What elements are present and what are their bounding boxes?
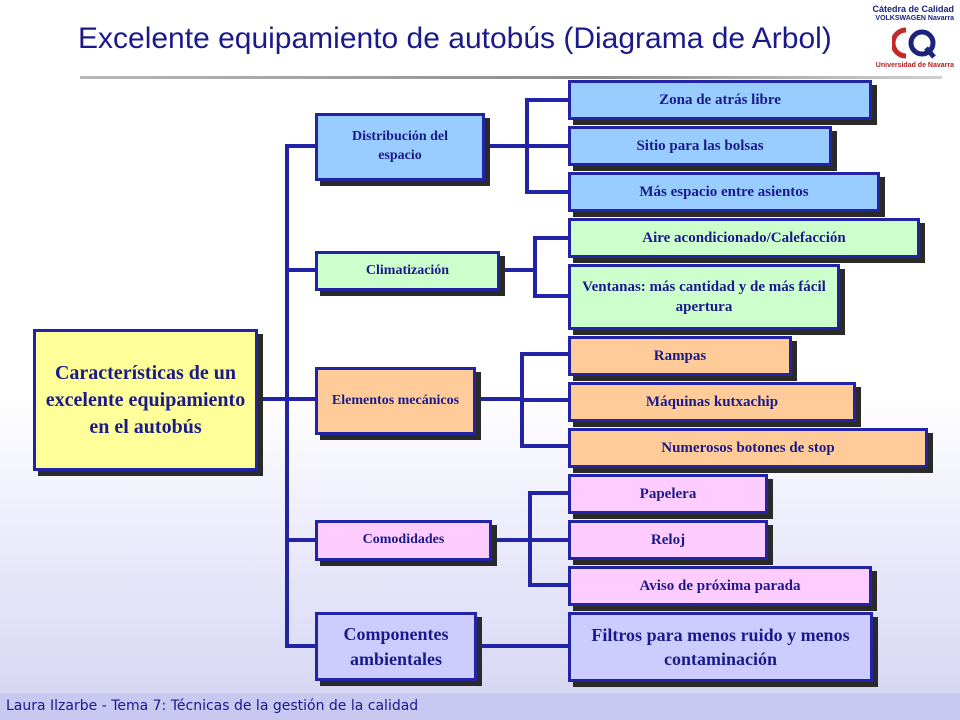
leaf-papelera: Papelera [568,474,768,514]
logo-line-2: VOLKSWAGEN Navarra [875,15,954,22]
footer-bar: Laura Ilzarbe - Tema 7: Técnicas de la g… [0,693,960,720]
node-distribucion-espacio: Distribución del espacio [315,113,485,181]
leaf-maquinas-kutxachip: Máquinas kutxachip [568,382,856,422]
leaf-sitio-bolsas: Sitio para las bolsas [568,126,832,166]
catedra-logo: Cátedra de Calidad VOLKSWAGEN Navarra Un… [862,2,958,76]
leaf-reloj: Reloj [568,520,768,560]
node-componentes-ambientales: Componentes ambientales [315,612,477,681]
catedra-logo-icon [892,27,936,59]
leaf-ventanas: Ventanas: más cantidad y de más fácil ap… [568,264,840,330]
logo-line-1: Cátedra de Calidad [872,4,954,14]
logo-line-3: Universidad de Navarra [875,62,954,69]
leaf-botones-stop: Numerosos botones de stop [568,428,928,468]
leaf-aire-acondicionado: Aire acondicionado/Calefacción [568,218,920,258]
leaf-rampas: Rampas [568,336,792,376]
node-elementos-mecanicos: Elementos mecánicos [315,367,476,435]
page-title: Excelente equipamiento de autobús (Diagr… [78,22,832,55]
title-divider [80,76,942,79]
node-climatizacion: Climatización [315,251,500,291]
leaf-zona-atras-libre: Zona de atrás libre [568,80,872,120]
leaf-mas-espacio-asientos: Más espacio entre asientos [568,172,880,212]
node-comodidades: Comodidades [315,520,492,561]
root-node: Características de un excelente equipami… [33,329,258,471]
footer-text: Laura Ilzarbe - Tema 7: Técnicas de la g… [6,698,419,714]
leaf-filtros: Filtros para menos ruido y menos contami… [568,612,873,682]
leaf-aviso-proxima-parada: Aviso de próxima parada [568,566,872,606]
